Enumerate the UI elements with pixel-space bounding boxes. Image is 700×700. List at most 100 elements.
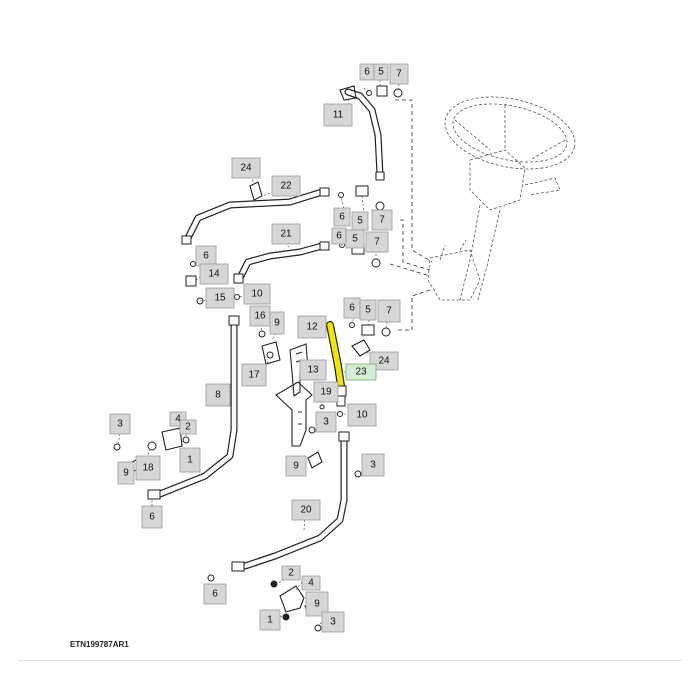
- svg-text:7: 7: [396, 69, 402, 80]
- callout-9[interactable]: 9: [305, 591, 329, 617]
- hose-21: [233, 241, 330, 284]
- callout-16[interactable]: 16: [249, 305, 271, 327]
- svg-text:7: 7: [386, 306, 392, 317]
- svg-text:17: 17: [248, 370, 260, 381]
- svg-text:15: 15: [214, 293, 226, 304]
- svg-text:23: 23: [355, 367, 367, 378]
- callout-11[interactable]: 11: [323, 103, 353, 127]
- callout-9[interactable]: 9: [285, 455, 307, 477]
- callout-14[interactable]: 14: [199, 263, 229, 285]
- svg-text:1: 1: [267, 615, 273, 626]
- svg-text:13: 13: [307, 365, 319, 376]
- callout-7[interactable]: 7: [371, 209, 393, 231]
- svg-text:24: 24: [378, 356, 390, 367]
- svg-text:21: 21: [280, 229, 292, 240]
- svg-text:3: 3: [330, 617, 336, 628]
- svg-text:2: 2: [185, 422, 191, 433]
- svg-text:6: 6: [339, 212, 345, 223]
- svg-text:6: 6: [349, 303, 355, 314]
- dash-line: [398, 289, 431, 331]
- steering-column: [427, 96, 576, 301]
- callout-3[interactable]: 3: [315, 411, 337, 433]
- svg-text:6: 6: [212, 589, 218, 600]
- hose-11: [339, 85, 385, 181]
- callout-6[interactable]: 6: [141, 505, 163, 529]
- svg-text:2: 2: [288, 568, 294, 579]
- dash-line: [400, 219, 431, 271]
- callout-19[interactable]: 19: [313, 381, 339, 403]
- svg-text:24: 24: [240, 163, 252, 174]
- callout-6[interactable]: 6: [359, 63, 375, 81]
- callout-3[interactable]: 3: [361, 453, 385, 477]
- callout-15[interactable]: 15: [205, 287, 235, 309]
- callout-6[interactable]: 6: [195, 245, 217, 267]
- svg-text:9: 9: [274, 318, 280, 329]
- callout-12[interactable]: 12: [297, 315, 327, 339]
- callout-4[interactable]: 4: [301, 575, 321, 591]
- callout-1[interactable]: 1: [179, 447, 201, 473]
- callout-10[interactable]: 10: [243, 283, 271, 305]
- svg-text:6: 6: [336, 231, 342, 242]
- footer-divider: [18, 660, 682, 661]
- svg-text:16: 16: [254, 311, 266, 322]
- hose-20: [231, 431, 350, 572]
- svg-text:9: 9: [123, 468, 129, 479]
- svg-text:7: 7: [374, 237, 380, 248]
- svg-text:11: 11: [333, 110, 344, 121]
- callout-6[interactable]: 6: [203, 583, 227, 605]
- svg-text:20: 20: [300, 505, 312, 516]
- callout-7[interactable]: 7: [389, 63, 409, 85]
- svg-text:19: 19: [320, 387, 332, 398]
- callout-17[interactable]: 17: [241, 363, 267, 387]
- callout-9[interactable]: 9: [117, 461, 135, 485]
- dash-line: [389, 263, 431, 277]
- svg-text:10: 10: [251, 289, 263, 300]
- svg-text:8: 8: [215, 390, 221, 401]
- bracket-19: [275, 381, 313, 447]
- svg-text:9: 9: [314, 599, 320, 610]
- callout-10[interactable]: 10: [347, 403, 377, 427]
- callout-7[interactable]: 7: [365, 231, 389, 253]
- callout-13[interactable]: 13: [299, 359, 327, 381]
- callout-5[interactable]: 5: [345, 229, 365, 249]
- callout-18[interactable]: 18: [135, 455, 161, 481]
- callout-5[interactable]: 5: [351, 211, 369, 231]
- callout-6[interactable]: 6: [333, 207, 351, 227]
- callout-9[interactable]: 9: [269, 311, 285, 335]
- callout-3[interactable]: 3: [109, 413, 131, 435]
- svg-text:22: 22: [280, 181, 292, 192]
- callout-5[interactable]: 5: [373, 63, 389, 81]
- callout-24[interactable]: 24: [369, 351, 399, 371]
- svg-text:7: 7: [379, 215, 385, 226]
- callout-22[interactable]: 22: [271, 175, 301, 197]
- callout-23-highlighted[interactable]: 23: [345, 363, 377, 381]
- svg-text:5: 5: [357, 216, 363, 227]
- hose-8: [147, 315, 240, 500]
- svg-text:9: 9: [293, 461, 299, 472]
- bracket-17: [261, 341, 281, 365]
- callout-6[interactable]: 6: [331, 227, 347, 245]
- svg-text:3: 3: [370, 460, 376, 471]
- svg-text:4: 4: [175, 414, 181, 425]
- callout-20[interactable]: 20: [291, 499, 321, 521]
- callout-21[interactable]: 21: [271, 223, 301, 245]
- callout-3[interactable]: 3: [321, 611, 345, 633]
- svg-text:3: 3: [117, 419, 123, 430]
- callout-2[interactable]: 2: [179, 419, 197, 435]
- svg-text:6: 6: [364, 67, 370, 78]
- hose-23-highlighted: [326, 321, 347, 407]
- callout-6[interactable]: 6: [343, 297, 361, 319]
- callout-1[interactable]: 1: [259, 609, 281, 631]
- callout-5[interactable]: 5: [359, 299, 377, 321]
- callout-7[interactable]: 7: [377, 299, 401, 323]
- callout-24[interactable]: 24: [231, 157, 261, 179]
- callout-2[interactable]: 2: [281, 565, 301, 581]
- svg-text:10: 10: [356, 410, 368, 421]
- callout-8[interactable]: 8: [205, 383, 231, 407]
- dash-line: [395, 99, 433, 263]
- svg-text:5: 5: [365, 305, 371, 316]
- svg-text:3: 3: [323, 417, 329, 428]
- svg-text:5: 5: [352, 234, 358, 245]
- figure-id-label: ETN199787AR1: [70, 640, 129, 649]
